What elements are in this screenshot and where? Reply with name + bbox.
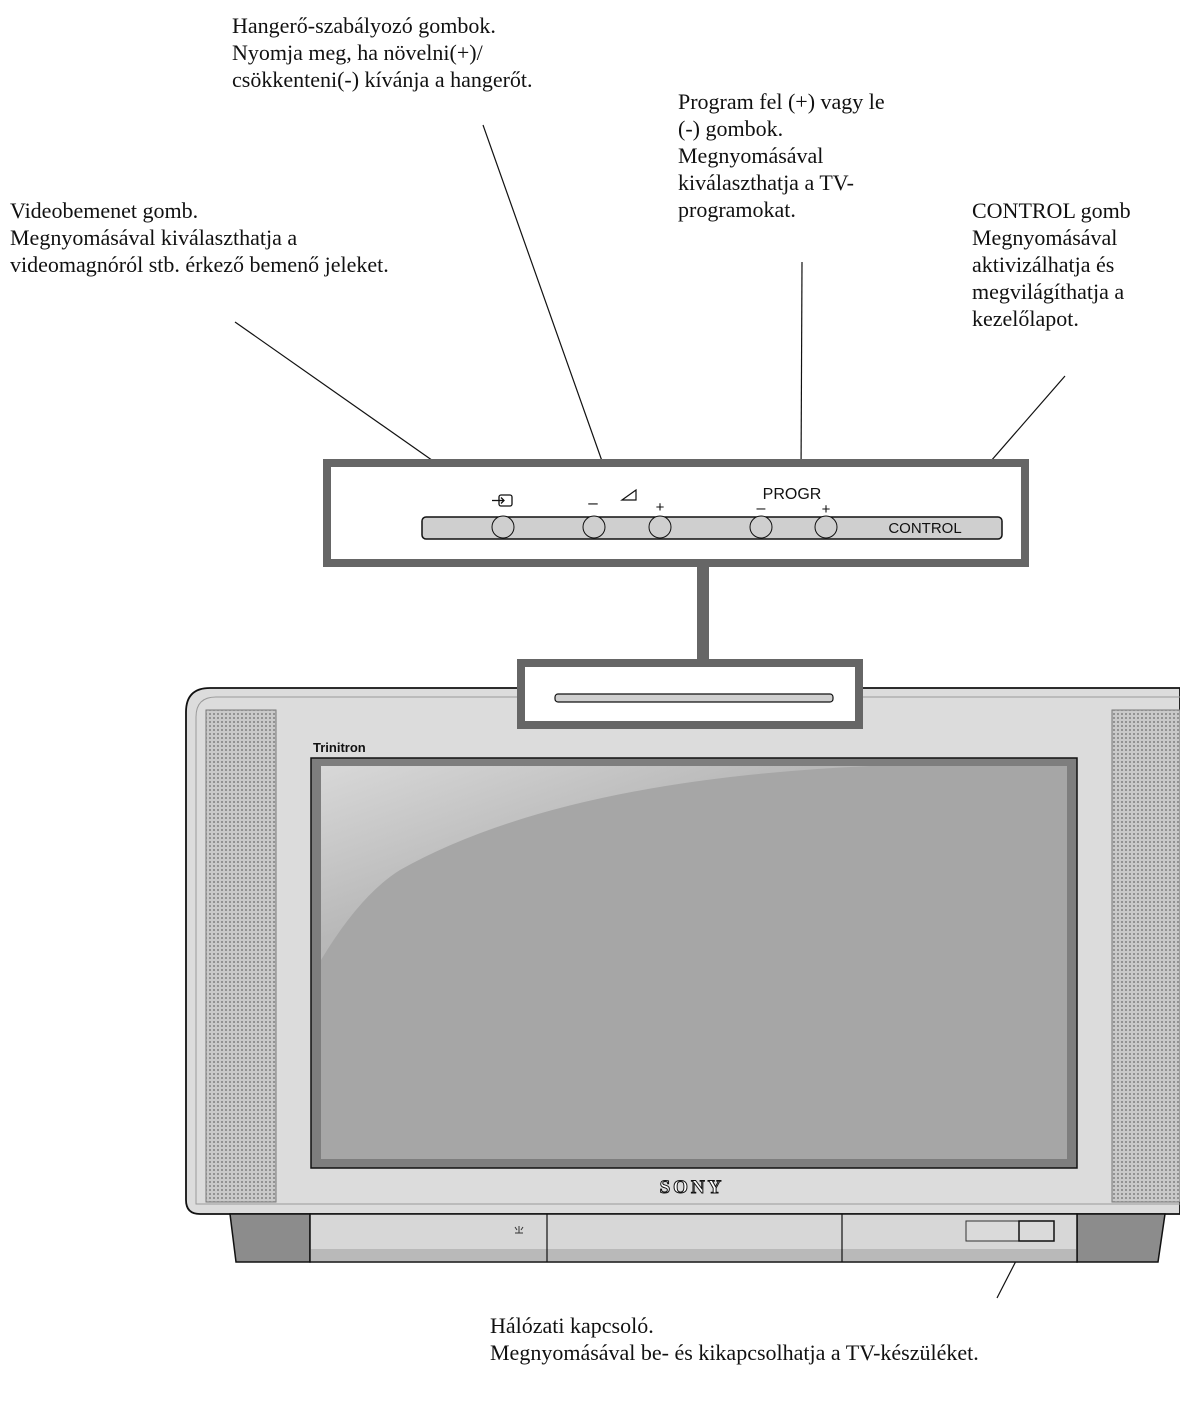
panel-minus-label: – bbox=[588, 493, 598, 512]
tv-base-right-foot bbox=[1076, 1213, 1166, 1263]
tv-base-lower-band bbox=[311, 1249, 1076, 1261]
callout-video-input-line: videomagnóról stb. érkező bemenő jeleket… bbox=[10, 252, 389, 277]
callout-program-line: (-) gombok. bbox=[678, 116, 784, 141]
volume-up-button[interactable] bbox=[648, 515, 672, 539]
control-strip bbox=[421, 516, 1003, 540]
volume-triangle-icon bbox=[620, 488, 637, 501]
leader-line-program bbox=[800, 261, 803, 479]
tv-base-left-foot bbox=[229, 1213, 311, 1263]
callout-control-line: aktivizálhatja és bbox=[972, 252, 1115, 277]
callout-control: CONTROL gomb Megnyomásával aktivizálhatj… bbox=[972, 197, 1131, 332]
leader-line-volume bbox=[482, 124, 609, 479]
panel-zoom-frame bbox=[323, 459, 1029, 567]
callout-program: Program fel (+) vagy le (-) gombok. Megn… bbox=[678, 88, 885, 223]
tv-panel-strip bbox=[554, 693, 834, 703]
callout-volume-line: csökkenteni(-) kívánja a hangerőt. bbox=[232, 67, 533, 92]
callout-volume-line: Hangerő-szabályozó gombok. bbox=[232, 13, 496, 38]
callout-program-line: Megnyomásával bbox=[678, 143, 824, 168]
right-speaker-grille bbox=[1111, 709, 1180, 1203]
callout-power-line: Hálózati kapcsoló. bbox=[490, 1313, 654, 1338]
progr-minus-label: – bbox=[757, 500, 766, 517]
callout-control-line: CONTROL gomb bbox=[972, 198, 1131, 223]
progr-plus-label: + bbox=[822, 501, 831, 518]
standby-indicator-icon bbox=[514, 1226, 524, 1234]
callout-control-line: megvilágíthatja a bbox=[972, 279, 1125, 304]
callout-program-line: Program fel (+) vagy le bbox=[678, 89, 885, 114]
screen-glare bbox=[321, 766, 870, 960]
left-speaker-grille bbox=[205, 709, 277, 1203]
control-button-label[interactable]: CONTROL bbox=[888, 520, 961, 537]
trinitron-logo: Trinitron bbox=[313, 740, 366, 755]
volume-down-button[interactable] bbox=[582, 515, 606, 539]
panel-plus-label: + bbox=[656, 499, 665, 516]
callout-video-input-line: Megnyomásával kiválaszthatja a bbox=[10, 225, 298, 250]
input-icon bbox=[492, 494, 513, 507]
progr-label: PROGR bbox=[763, 486, 822, 503]
input-button[interactable] bbox=[491, 515, 515, 539]
callout-volume: Hangerő-szabályozó gombok. Nyomja meg, h… bbox=[232, 12, 533, 93]
callout-control-line: kezelőlapot. bbox=[972, 306, 1079, 331]
callout-program-line: kiválaszthatja a TV- bbox=[678, 170, 854, 195]
power-switch[interactable] bbox=[1018, 1220, 1055, 1242]
callout-control-line: Megnyomásával bbox=[972, 225, 1118, 250]
callout-video-input: Videobemenet gomb. Megnyomásával kiválas… bbox=[10, 197, 389, 278]
tv-cabinet-inner-edge bbox=[195, 696, 1180, 1205]
callout-volume-line: Nyomja meg, ha növelni(+)/ bbox=[232, 40, 483, 65]
program-up-button[interactable] bbox=[814, 515, 838, 539]
callout-video-input-line: Videobemenet gomb. bbox=[10, 198, 199, 223]
callout-power-line: Megnyomásával be- és kikapcsolhatja a TV… bbox=[490, 1340, 979, 1365]
program-down-button[interactable] bbox=[749, 515, 773, 539]
zoom-connector bbox=[697, 567, 709, 663]
callout-power: Hálózati kapcsoló. Megnyomásával be- és … bbox=[490, 1312, 979, 1366]
callout-program-line: programokat. bbox=[678, 197, 796, 222]
sony-logo: SONY bbox=[660, 1177, 725, 1198]
